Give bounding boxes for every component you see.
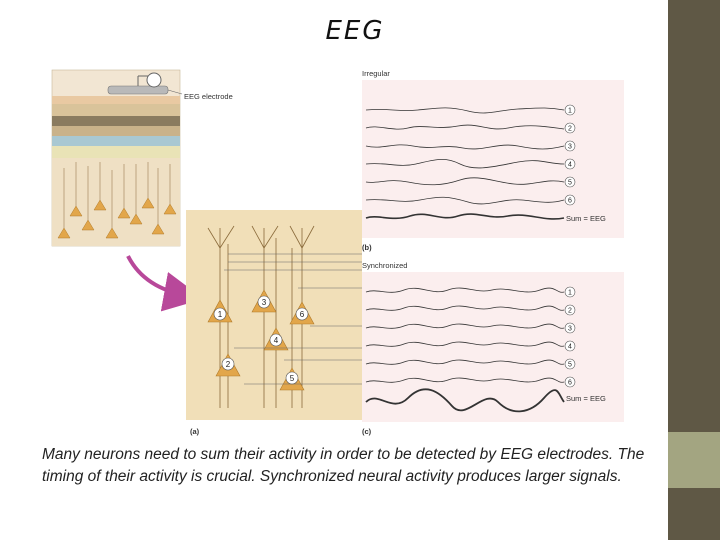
zoom-arrow: [126, 255, 204, 312]
connector-lines: [224, 253, 362, 385]
trace-number: 3: [568, 326, 572, 333]
trace-number: 6: [568, 198, 572, 205]
panel-b-background: [362, 80, 624, 238]
panel-a-label: (a): [190, 427, 200, 436]
irregular-label: Irregular: [362, 69, 390, 78]
panel-c-background: [362, 272, 624, 422]
trace-number: 5: [568, 362, 572, 369]
slide-title: EEG: [325, 16, 385, 46]
trace-number: 1: [568, 290, 572, 297]
neuron-number: 1: [218, 310, 223, 319]
synchronized-traces: [365, 287, 565, 413]
trace-number: 5: [568, 180, 572, 187]
zoomed-neurons: [207, 225, 315, 408]
neuron-number: 3: [262, 298, 267, 307]
trace-number: 4: [568, 162, 572, 169]
small-neurons: [57, 197, 177, 239]
trace-number-circles-c: [564, 286, 576, 388]
small-neuron-dendrites: [63, 162, 171, 228]
electrode-label: EEG electrode: [184, 92, 233, 101]
neuron-number: 2: [226, 360, 231, 369]
neuron-number: 4: [274, 336, 279, 345]
neuron-number: 6: [300, 310, 305, 319]
trace-number-circles-b: [564, 104, 576, 206]
eeg-electrode: [107, 72, 183, 95]
panel-c-label: (c): [362, 427, 372, 436]
sum-label-b: Sum = EEG: [566, 214, 606, 223]
scalp-layers: [51, 69, 181, 247]
sum-label-c: Sum = EEG: [566, 394, 606, 403]
synchronized-label: Synchronized: [362, 261, 407, 270]
trace-number: 3: [568, 144, 572, 151]
irregular-traces: [365, 107, 565, 220]
panel-b-label: (b): [362, 243, 372, 252]
trace-number: 4: [568, 344, 572, 351]
trace-number: 2: [568, 308, 572, 315]
trace-number: 1: [568, 108, 572, 115]
neuron-number: 5: [290, 374, 295, 383]
caption: Many neurons need to sum their activity …: [42, 446, 645, 485]
neuron-number-circles: [213, 295, 309, 385]
decorative-sidebar-accent: [668, 432, 720, 488]
trace-number: 2: [568, 126, 572, 133]
eeg-figure: EEG electrode 1 2 3 4: [51, 69, 624, 436]
trace-number: 6: [568, 380, 572, 387]
